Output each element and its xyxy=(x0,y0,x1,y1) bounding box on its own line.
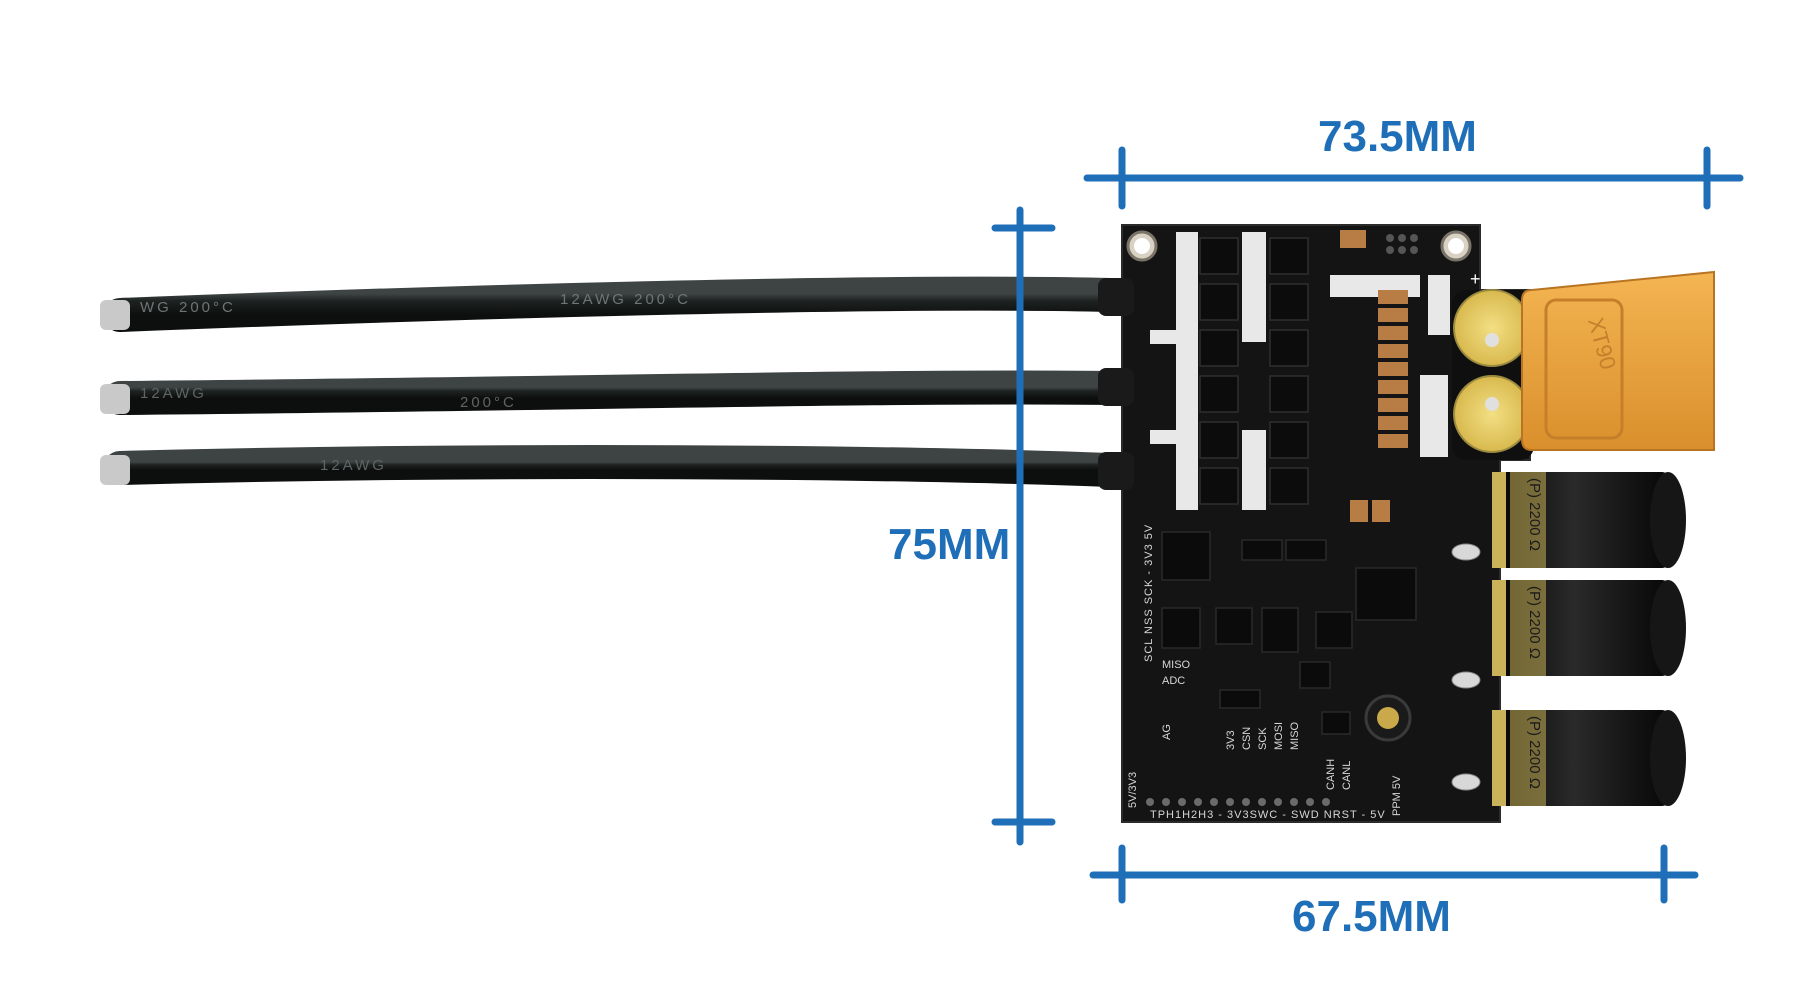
header-labels: 3V3 CSN SCK MOSI MISO xyxy=(1225,721,1301,750)
silkscreen-bottom-row: TPH1H2H3 - 3V3SWC - SWD NRST - 5V xyxy=(1150,809,1386,821)
silkscreen-canl: CANL xyxy=(1341,761,1353,790)
capacitor-text: (P) 2200 Ω xyxy=(1526,478,1543,551)
silkscreen-adc: ADC xyxy=(1162,675,1185,687)
wire-marking: 12AWG 200°C xyxy=(560,291,691,308)
motor-wire-1: WG 200°C 12AWG 200°C xyxy=(100,276,1127,332)
silkscreen-canh: CANH xyxy=(1325,759,1337,790)
polarity-plus: + xyxy=(1470,269,1481,289)
header-pin-label: CSN xyxy=(1241,727,1253,750)
capacitor-text: (P) 2200 Ω xyxy=(1526,586,1543,659)
capacitor: (P) 2200 Ω xyxy=(1492,710,1686,806)
dimension-left xyxy=(991,206,1056,846)
silkscreen-left-edge: SCL NSS SCK - 3V3 5V xyxy=(1143,524,1155,662)
height-dimension-label: 75MM xyxy=(888,520,1011,569)
capacitor: (P) 2200 Ω xyxy=(1492,472,1686,568)
motor-wire-3: 12AWG xyxy=(100,445,1127,487)
header-pin-label: SCK xyxy=(1257,727,1269,750)
silkscreen-ag: AG xyxy=(1161,724,1173,740)
width-bottom-dimension-label: 67.5MM xyxy=(1292,892,1451,941)
silkscreen-5v3v3: 5V/3V3 xyxy=(1127,772,1139,808)
dimension-bottom xyxy=(1089,844,1699,904)
silkscreen-ppm: PPM 5V xyxy=(1391,775,1403,816)
header-pin-label: MOSI xyxy=(1273,722,1285,750)
width-top-dimension-label: 73.5MM xyxy=(1318,112,1477,161)
motor-wire-2: 12AWG 200°C xyxy=(100,370,1127,415)
header-pin-label: 3V3 xyxy=(1225,730,1237,750)
pcb-board: + SCL NSS SCK - 3V3 5V MISO ADC xyxy=(1098,224,1531,823)
capacitor-bank: (P) 2200 Ω (P) 2200 Ω (P) 2200 Ω xyxy=(1451,472,1686,806)
silkscreen-miso: MISO xyxy=(1162,659,1191,671)
wire-marking: 200°C xyxy=(460,394,517,411)
capacitor: (P) 2200 Ω xyxy=(1492,580,1686,676)
wire-marking: 12AWG xyxy=(140,385,207,402)
dimension-top xyxy=(1083,146,1744,210)
header-pin-label: MISO xyxy=(1289,721,1301,750)
xt90-connector: XT90 xyxy=(1452,270,1715,460)
wire-marking: WG 200°C xyxy=(140,299,236,316)
wire-marking: 12AWG xyxy=(320,457,387,474)
capacitor-text: (P) 2200 Ω xyxy=(1526,716,1543,789)
